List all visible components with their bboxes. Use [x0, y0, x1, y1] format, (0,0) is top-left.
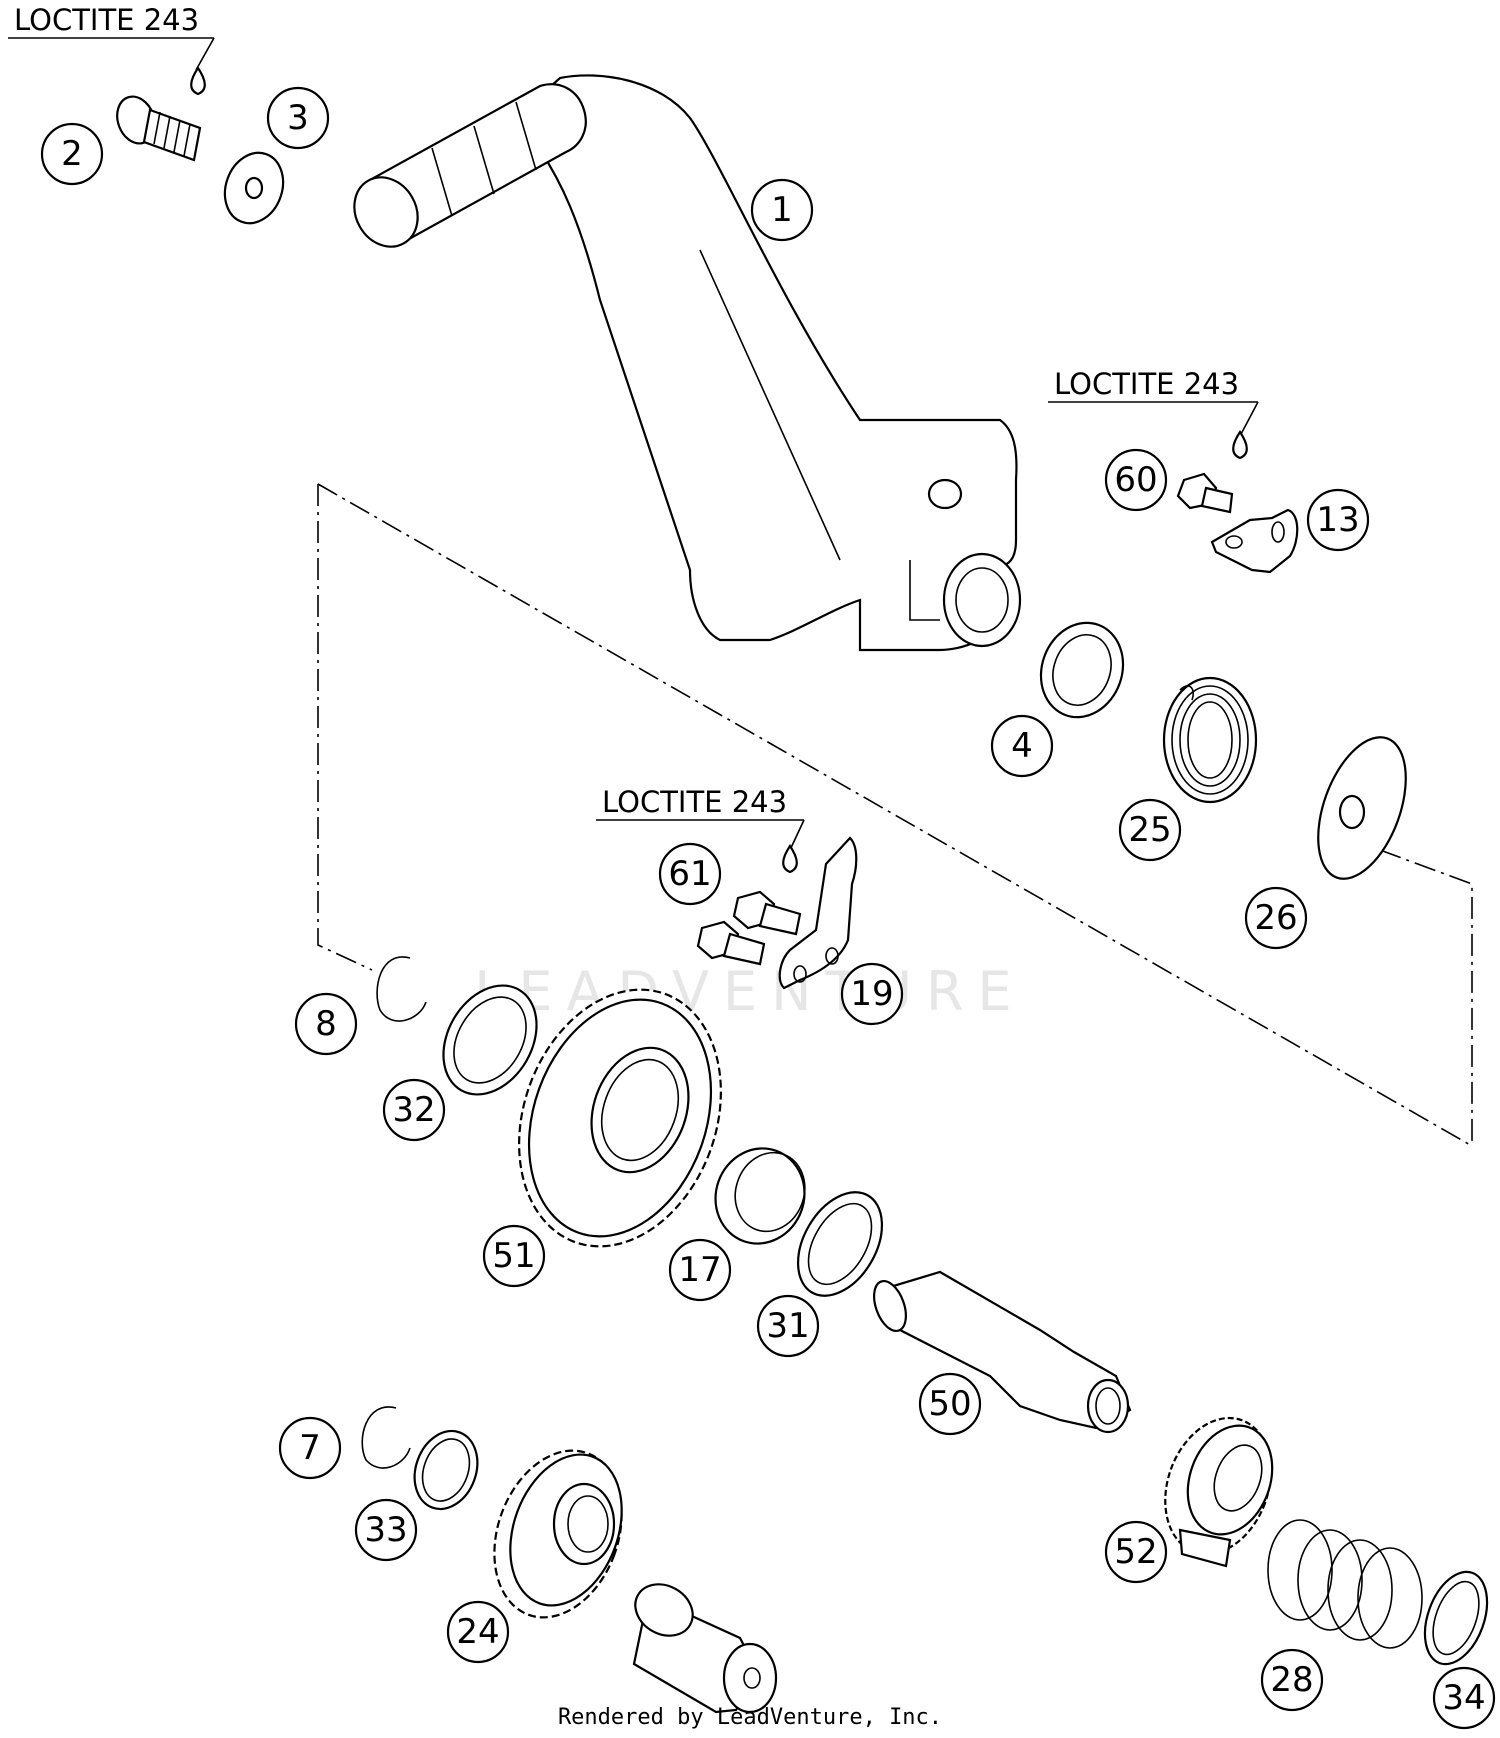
- callout-32: 32: [382, 1078, 446, 1142]
- callout-4: 4: [990, 714, 1054, 778]
- bracket-part-13: [1210, 508, 1299, 574]
- callout-number: 50: [928, 1384, 971, 1424]
- callout-number: 4: [1011, 726, 1033, 766]
- ratchet-part-52: [1164, 1416, 1274, 1568]
- screw-part-2: [116, 95, 202, 162]
- callout-number: 24: [456, 1612, 499, 1652]
- drop-icon: [782, 844, 798, 874]
- spring-part-25: [1162, 676, 1258, 804]
- washer-part-32: [442, 984, 538, 1096]
- loctite-note-3: LOCTITE 243: [596, 785, 805, 874]
- callout-19: 19: [840, 962, 904, 1026]
- callout-number: 61: [668, 854, 711, 894]
- watermark-text: LEADVENTURE: [474, 960, 1025, 1023]
- callout-number: 26: [1254, 898, 1297, 938]
- callout-8: 8: [294, 992, 358, 1056]
- footer-credit: Rendered by LeadVenture, Inc.: [558, 1705, 942, 1730]
- kick-shaft-part-50: [873, 1270, 1132, 1434]
- callout-2: 2: [40, 122, 104, 186]
- loctite-label: LOCTITE 243: [1054, 367, 1239, 401]
- washer-part-33: [413, 1429, 479, 1511]
- callout-number: 1: [771, 190, 793, 230]
- washer-part-4: [1039, 621, 1125, 719]
- callout-number: 25: [1128, 810, 1171, 850]
- ratchet-guide-part-19: [778, 836, 858, 990]
- callout-number: 13: [1316, 500, 1359, 540]
- gear-part-51: [518, 988, 722, 1248]
- callout-1: 1: [750, 178, 814, 242]
- bolts-part-61: [696, 890, 802, 966]
- disc-part-26: [1317, 736, 1407, 880]
- callout-number: 32: [392, 1090, 435, 1130]
- callout-34: 34: [1432, 1666, 1496, 1730]
- bearing-part-17: [714, 1147, 806, 1245]
- callout-number: 19: [850, 974, 893, 1014]
- callout-number: 33: [364, 1510, 407, 1550]
- circlip-part-8: [376, 956, 427, 1022]
- callout-number: 51: [492, 1236, 535, 1276]
- kick-starter-lever: [353, 74, 1022, 652]
- washer-part-31: [796, 1191, 884, 1297]
- callout-25: 25: [1118, 798, 1182, 862]
- callout-26: 26: [1244, 886, 1308, 950]
- loctite-label: LOCTITE 243: [602, 785, 787, 819]
- callout-number: 52: [1114, 1532, 1157, 1572]
- callout-33: 33: [354, 1498, 418, 1562]
- loctite-label: LOCTITE 243: [14, 3, 199, 37]
- drop-icon: [190, 66, 206, 96]
- callout-number: 3: [287, 98, 309, 138]
- assembly-outline: [317, 483, 1473, 1147]
- loctite-note-2: LOCTITE 243: [1048, 367, 1259, 460]
- callout-number: 7: [299, 1428, 321, 1468]
- drop-icon: [1232, 430, 1248, 460]
- callout-31: 31: [756, 1294, 820, 1358]
- callout-number: 60: [1114, 460, 1157, 500]
- callout-number: 17: [678, 1250, 721, 1290]
- gear-part-24: [493, 1449, 623, 1619]
- callout-52: 52: [1104, 1520, 1168, 1584]
- callout-number: 2: [61, 134, 83, 174]
- callout-number: 8: [315, 1004, 337, 1044]
- callout-60: 60: [1104, 448, 1168, 512]
- callout-61: 61: [658, 842, 722, 906]
- callout-13: 13: [1306, 488, 1370, 552]
- callout-7: 7: [278, 1416, 342, 1480]
- callout-number: 28: [1270, 1660, 1313, 1700]
- callout-51: 51: [482, 1224, 546, 1288]
- spring-part-28: [1267, 1519, 1423, 1649]
- callout-number: 34: [1442, 1678, 1485, 1718]
- callout-28: 28: [1260, 1648, 1324, 1712]
- bolt-part-60: [1176, 472, 1234, 514]
- circlip-part-7: [361, 1406, 411, 1469]
- callout-number: 31: [766, 1306, 809, 1346]
- callout-17: 17: [668, 1238, 732, 1302]
- callout-3: 3: [266, 86, 330, 150]
- washer-part-3: [223, 151, 285, 225]
- washer-part-34: [1423, 1570, 1489, 1666]
- callout-50: 50: [918, 1372, 982, 1436]
- bushing: [632, 1583, 778, 1714]
- callout-24: 24: [446, 1600, 510, 1664]
- loctite-note-1: LOCTITE 243: [8, 3, 215, 96]
